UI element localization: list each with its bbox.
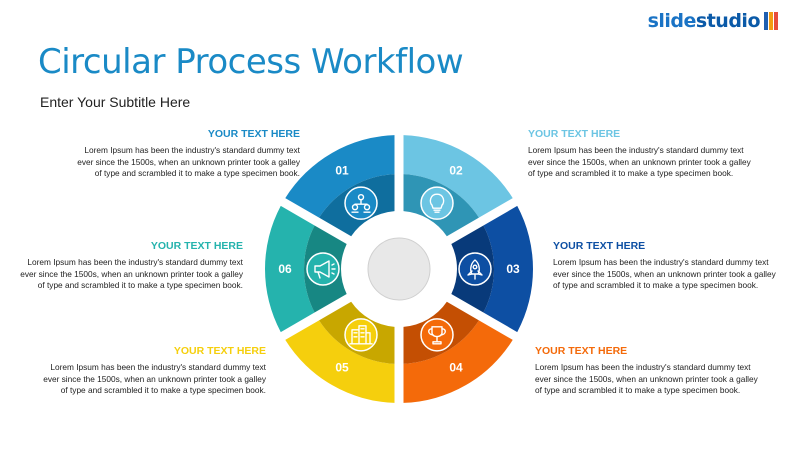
step-1-heading: YOUR TEXT HERE (207, 128, 300, 140)
step-4-icon-disc (420, 318, 454, 352)
step-2-body: Lorem Ipsum has been the industry's stan… (528, 145, 751, 178)
step-4-heading: YOUR TEXT HERE (535, 345, 628, 357)
step-1-number: 01 (335, 163, 349, 177)
step-3-text: YOUR TEXT HERE Lorem Ipsum has been the … (553, 240, 783, 292)
step-6-icon-disc (306, 252, 340, 286)
step-3-number: 03 (506, 262, 520, 276)
segment-4-outer (403, 320, 513, 403)
buildings-icon (349, 325, 373, 345)
segment-6-outer (264, 205, 315, 333)
step-2-text: YOUR TEXT HERE Lorem Ipsum has been the … (528, 128, 758, 180)
step-4-text: YOUR TEXT HERE Lorem Ipsum has been the … (535, 345, 765, 397)
step-6-body: Lorem Ipsum has been the industry's stan… (20, 257, 243, 290)
step-5-text: YOUR TEXT HERE Lorem Ipsum has been the … (36, 345, 266, 397)
brand-name-part1: slide (647, 10, 697, 32)
step-6-text: YOUR TEXT HERE Lorem Ipsum has been the … (13, 240, 243, 292)
rocket-icon (467, 259, 483, 280)
segment-5-outer (285, 320, 395, 403)
step-2-number: 02 (449, 163, 463, 177)
step-5-body: Lorem Ipsum has been the industry's stan… (43, 362, 266, 395)
step-2-icon-disc (420, 186, 454, 220)
segment-1-outer (285, 135, 395, 218)
megaphone-icon (314, 260, 336, 279)
step-5-icon-disc (344, 318, 378, 352)
step-5-heading: YOUR TEXT HERE (173, 345, 266, 357)
step-4-number: 04 (449, 361, 463, 375)
page-title: Circular Process Workflow (38, 42, 464, 82)
step-3-heading: YOUR TEXT HERE (553, 240, 646, 252)
team-network-icon (351, 193, 371, 213)
step-4-body: Lorem Ipsum has been the industry's stan… (535, 362, 758, 395)
step-6-number: 06 (278, 262, 292, 276)
step-1-body: Lorem Ipsum has been the industry's stan… (77, 145, 300, 178)
step-1-text: YOUR TEXT HERE Lorem Ipsum has been the … (70, 128, 300, 180)
segment-3-outer (483, 205, 533, 333)
step-5-number: 05 (335, 361, 349, 375)
wheel-center-circle (367, 237, 431, 301)
segment-2-outer (403, 135, 513, 218)
step-6-heading: YOUR TEXT HERE (150, 240, 243, 252)
trophy-icon (428, 326, 446, 345)
brand-name-part2: studio (695, 10, 761, 32)
lightbulb-icon (429, 193, 445, 213)
brand-mark-icon (763, 12, 778, 30)
step-2-heading: YOUR TEXT HERE (528, 128, 621, 140)
page-subtitle: Enter Your Subtitle Here (40, 94, 191, 110)
step-3-body: Lorem Ipsum has been the industry's stan… (553, 257, 776, 290)
